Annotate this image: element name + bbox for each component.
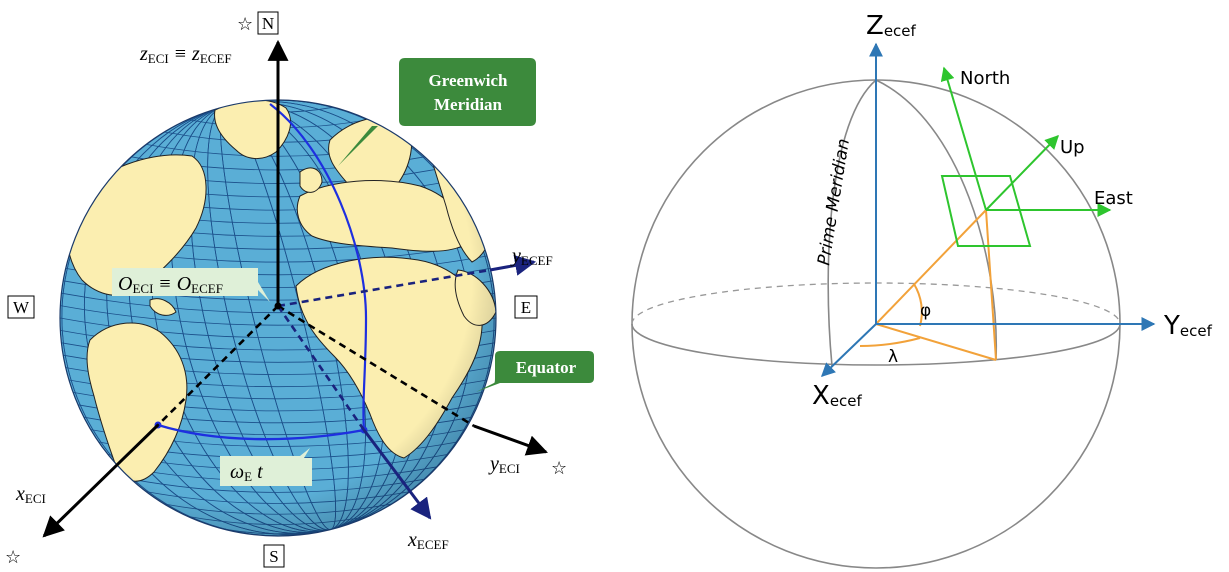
west-box: W: [7, 295, 35, 319]
equator-label: Equator: [516, 358, 577, 377]
greenwich-label-line1: Greenwich: [428, 71, 508, 90]
north-star-icon: ☆: [237, 14, 253, 35]
up-vector: [985, 134, 1059, 211]
svg-text:W: W: [13, 298, 30, 317]
x-ecef-hidden-axis: [276, 305, 366, 431]
y-ecef-axis: [489, 255, 537, 276]
rotation-label: ωE t: [230, 461, 263, 484]
up-label: Up: [1060, 137, 1085, 158]
x-eci-star-icon: ☆: [5, 547, 21, 568]
svg-text:S: S: [269, 547, 278, 566]
y-eci-star-icon: ☆: [551, 458, 567, 479]
enu-tangent-plane: [940, 175, 1032, 247]
x-ecef-axis: [820, 323, 877, 377]
greenwich-meridian-line: [269, 103, 368, 431]
east-label: East: [1094, 188, 1133, 209]
z-axis-label: zECI≡zECEF: [139, 43, 232, 66]
prime-meridian-label: Prime Meridian: [814, 137, 854, 266]
latitude-label: φ: [920, 301, 931, 321]
equator-line: [157, 423, 365, 441]
south-box: S: [263, 544, 285, 568]
origin-label: OECI≡OECEF: [118, 273, 223, 296]
x-ecef-label: xECEF: [407, 529, 449, 552]
greenwich-callout: Greenwich Meridian: [338, 58, 536, 166]
eci-ecef-diagram: ☆ ☆ ☆ N S W E zECI≡zECEF OECI≡OECEF: [5, 11, 594, 568]
rotation-callout: ωE t: [220, 448, 312, 486]
north-box: N: [257, 11, 279, 35]
svg-text:E: E: [521, 298, 531, 317]
x-eci-axis: [42, 423, 160, 538]
north-vector: [940, 66, 987, 211]
equator-front: [631, 323, 1121, 366]
x-eci-hidden-axis: [157, 305, 279, 426]
y-eci-label: yECI: [488, 453, 520, 476]
y-ecef-label: Yecef: [1163, 311, 1213, 341]
greenwich-label-line2: Meridian: [434, 95, 503, 114]
x-ecef-label: Xecef: [812, 381, 863, 411]
equator-callout: Equator: [476, 351, 594, 392]
y-ecef-label: yECEF: [510, 245, 553, 268]
position-vector: [875, 209, 997, 361]
y-eci-axis: [473, 424, 548, 456]
y-eci-hidden-axis: [277, 304, 475, 428]
longitude-arc: [859, 337, 921, 347]
origin-point: [274, 302, 282, 310]
local-meridian-line: [875, 79, 998, 361]
latitude-arc: [913, 283, 923, 327]
x-ecef-axis: [362, 429, 432, 520]
prime-meridian-line: [827, 79, 877, 367]
x-eci-label: xECI: [15, 483, 46, 506]
origin-callout: OECI≡OECEF: [112, 268, 270, 302]
svg-text:N: N: [262, 14, 274, 33]
ecef-enu-diagram: Zecef Yecef Xecef North Up East φ λ Prim…: [631, 11, 1213, 569]
east-box: E: [514, 295, 538, 319]
north-label: North: [960, 68, 1010, 89]
z-ecef-label: Zecef: [866, 11, 917, 41]
longitude-label: λ: [888, 347, 898, 367]
